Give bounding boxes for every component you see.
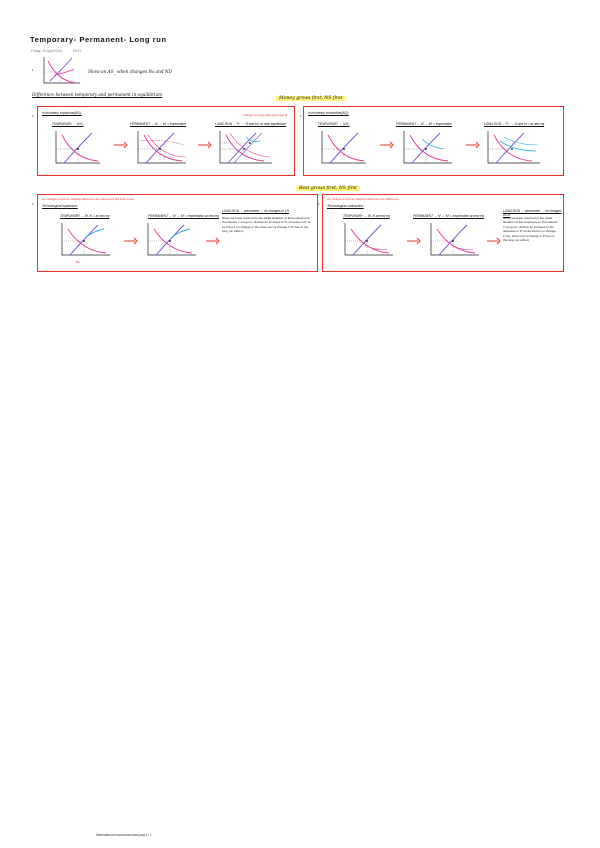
permanent-graph <box>430 223 479 256</box>
svg-text:Ns: Ns <box>76 260 80 264</box>
arrow-icon <box>124 237 138 245</box>
box-monetary-contraction: In monetary contraction(AD): TEMPORARY →… <box>303 106 564 176</box>
long-run-label: LONG-RUN → P↑ → N and M= at new equilibr… <box>215 122 287 126</box>
box-title: Technological expansion: <box>42 204 78 208</box>
box-title: In monetary contraction(AD): <box>308 111 349 115</box>
permanent-graph <box>137 131 187 164</box>
temporary-label: TEMPORARY → N·K₁ <box>318 122 350 126</box>
permanent-graph <box>147 223 196 256</box>
box-technological-expansion: LD: change in income / AS(LD)/ AD(curve … <box>37 194 318 272</box>
long-run-graph <box>487 131 540 164</box>
long-run-label: LONG-RUN → permanent → no changes in LR <box>503 209 562 217</box>
permanent-label: PERMANENT → N′ → M′ = expectation at new… <box>413 214 484 218</box>
arrow-icon <box>487 237 501 245</box>
difference-note: Difference between temporary and permane… <box>32 92 163 97</box>
temporary-graph <box>55 131 100 164</box>
long-run-paragraph: Since we have returned to the initial si… <box>222 216 312 234</box>
arrow-icon <box>198 141 212 149</box>
bullet: • <box>32 113 34 118</box>
box-technological-contraction: LD: change in income / AS(LD)/ AD(curve … <box>322 194 564 272</box>
bullet: • <box>300 113 302 118</box>
permanent-label: PERMANENT → N′ → M′ = expectation <box>130 122 187 126</box>
arrow-icon <box>466 141 480 149</box>
intro-graph <box>40 55 82 87</box>
box-annotation: LD: change in income / AS(LD)/ AD(curve … <box>327 197 399 201</box>
long-run-label: LONG-RUN → permanent → no changes in LR <box>222 209 289 213</box>
temporary-graph <box>321 131 366 164</box>
bullet: • <box>32 201 34 206</box>
temporary-label: TEMPORARY → N·K₁ <box>52 122 84 126</box>
temporary-label: TEMPORARY → W, N = at new eq <box>60 214 110 218</box>
long-run-paragraph: Since we have returned to the initial si… <box>503 216 558 243</box>
permanent-label: PERMANENT → N′ → M′ = expectation at new… <box>148 214 219 218</box>
arrow-icon <box>206 237 220 245</box>
box-title: In monetary expansion(AD): <box>42 111 82 115</box>
intro-graph-note: Show on AS_ when changes Ns and ND <box>88 69 172 74</box>
temporary-label: TEMPORARY → W, N at new eq <box>343 214 390 218</box>
arrow-icon <box>380 141 394 149</box>
box-title: Technological contraction: <box>327 204 364 208</box>
section-money-first: Money grows first, NS first <box>276 96 346 101</box>
page-date: Friday, 26 April 2024 <box>31 49 62 53</box>
temporary-graph <box>344 223 393 256</box>
arrow-icon <box>114 141 128 149</box>
box-annotation: Change in money demand N and M <box>243 113 288 117</box>
long-run-label: LONG-RUN → P↓ → N and M = at new eq <box>484 122 545 126</box>
section-rest-first: Rest grows first, NS first <box>296 186 360 191</box>
bullet: • <box>318 201 320 206</box>
page-title: Temporary- Permanent- Long run <box>30 35 167 44</box>
page-meta: Friday, 26 April 2024 09:11 <box>31 49 91 53</box>
temporary-graph: Ns <box>61 223 110 264</box>
box-monetary-expansion: In monetary expansion(AD): TEMPORARY → N… <box>37 106 295 176</box>
permanent-label: PERMANENT → N′ → M′ = expectation <box>396 122 453 126</box>
page-footer: International macroeconomics pág 5 / 1 <box>96 833 152 837</box>
box-annotation: LD: change in income / AS(LD)/ AD(curve … <box>42 197 135 201</box>
page-time: 09:11 <box>72 49 82 53</box>
arrow-icon <box>407 237 421 245</box>
permanent-graph <box>403 131 452 164</box>
bullet: • <box>32 67 34 72</box>
long-run-graph <box>219 131 272 164</box>
